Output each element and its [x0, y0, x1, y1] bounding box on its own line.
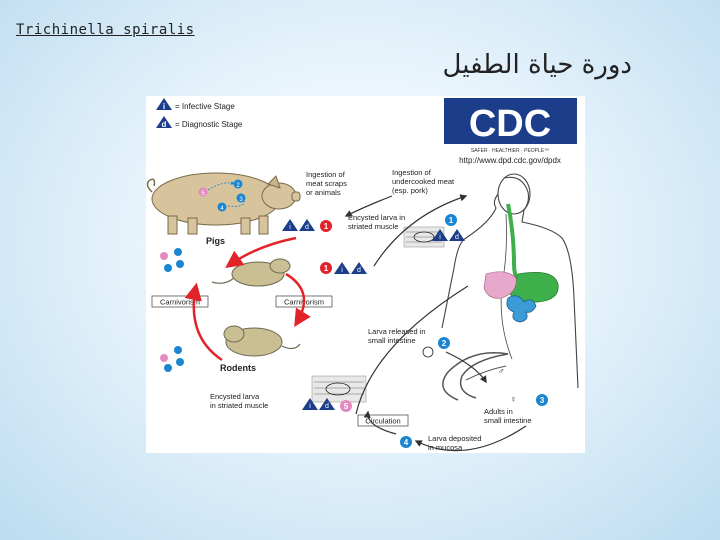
svg-text:small intestine: small intestine	[484, 416, 532, 425]
svg-text:undercooked meat: undercooked meat	[392, 177, 455, 186]
muscle-patch-bottom	[312, 376, 366, 402]
cdc-logo: CDC SAFER · HEALTHIER · PEOPLE™ http://w…	[444, 98, 577, 165]
svg-text:1: 1	[449, 216, 454, 225]
svg-text:Adults in: Adults in	[484, 407, 513, 416]
adult-worms	[443, 353, 508, 400]
svg-text:d: d	[162, 120, 167, 129]
human-figure	[442, 174, 578, 388]
male-symbol: ♂	[498, 366, 505, 376]
cdc-tagline: SAFER · HEALTHIER · PEOPLE™	[471, 148, 549, 154]
legend-diagnostic-label: = Diagnostic Stage	[175, 120, 243, 129]
larva-released-marker: 2	[423, 337, 450, 357]
larva-deposited-marker: 4	[400, 436, 412, 448]
slide-title-arabic: دورة حياة الطفيل	[443, 50, 632, 80]
svg-text:4: 4	[404, 438, 409, 447]
rodents-label: Rodents	[220, 363, 256, 373]
pigs-label: Pigs	[206, 236, 225, 246]
legend: i = Infective Stage d = Diagnostic Stage	[156, 98, 243, 129]
rodent-mini-cycle-top	[160, 248, 184, 272]
female-symbol: ♀	[510, 394, 517, 404]
svg-text:2: 2	[442, 339, 447, 348]
svg-text:Encysted larva in: Encysted larva in	[348, 213, 405, 222]
slide-title-english: Trichinella spiralis	[16, 22, 195, 38]
adults-label: Adults in small intestine	[484, 407, 532, 425]
svg-text:i: i	[163, 102, 165, 111]
rodent-illustration-bottom	[224, 326, 300, 356]
svg-text:meat scraps: meat scraps	[306, 179, 347, 188]
circulation-box: Circulation	[358, 415, 408, 426]
encysted-bottom-label: Encysted larva in striated muscle	[210, 392, 268, 410]
legend-diagnostic-icon: d	[156, 116, 172, 129]
svg-text:d: d	[305, 224, 309, 231]
life-cycle-diagram: i = Infective Stage d = Diagnostic Stage…	[146, 96, 585, 453]
svg-text:(esp. pork): (esp. pork)	[392, 186, 428, 195]
svg-text:d: d	[325, 403, 329, 410]
markers-mid: 1 i d	[320, 262, 367, 274]
life-cycle-figure: i = Infective Stage d = Diagnostic Stage…	[146, 96, 585, 453]
svg-text:striated muscle: striated muscle	[348, 222, 398, 231]
svg-text:Ingestion of: Ingestion of	[392, 168, 432, 177]
carnivorism-box-left: Carnivorism	[152, 296, 208, 307]
svg-text:1: 1	[324, 222, 329, 231]
svg-text:Larva released in: Larva released in	[368, 327, 426, 336]
svg-text:1: 1	[324, 264, 329, 273]
markers-top-left: i d 1	[282, 219, 332, 232]
legend-infective-label: = Infective Stage	[175, 102, 235, 111]
cdc-logo-text: CDC	[469, 103, 551, 145]
ingestion-scraps-label: Ingestion of meat scraps or animals	[306, 170, 347, 197]
cdc-url: http://www.dpd.cdc.gov/dpdx	[459, 156, 561, 165]
svg-text:5: 5	[344, 402, 349, 411]
svg-text:Ingestion of: Ingestion of	[306, 170, 346, 179]
svg-text:3: 3	[540, 396, 545, 405]
legend-infective-icon: i	[156, 98, 172, 111]
svg-text:or animals: or animals	[306, 188, 341, 197]
svg-text:in striated muscle: in striated muscle	[210, 401, 268, 410]
svg-text:d: d	[357, 267, 361, 274]
rodent-mini-cycle-bottom	[160, 346, 184, 372]
svg-text:small intestine: small intestine	[368, 336, 416, 345]
rodent-illustration-top	[212, 259, 290, 286]
svg-text:d: d	[455, 234, 459, 241]
encysted-top-label: Encysted larva in striated muscle	[348, 213, 405, 231]
ingestion-undercooked-label: Ingestion of undercooked meat (esp. pork…	[392, 168, 455, 195]
adults-marker: 3	[536, 394, 548, 406]
svg-text:Larva deposited: Larva deposited	[428, 434, 481, 443]
svg-text:Encysted larva: Encysted larva	[210, 392, 260, 401]
